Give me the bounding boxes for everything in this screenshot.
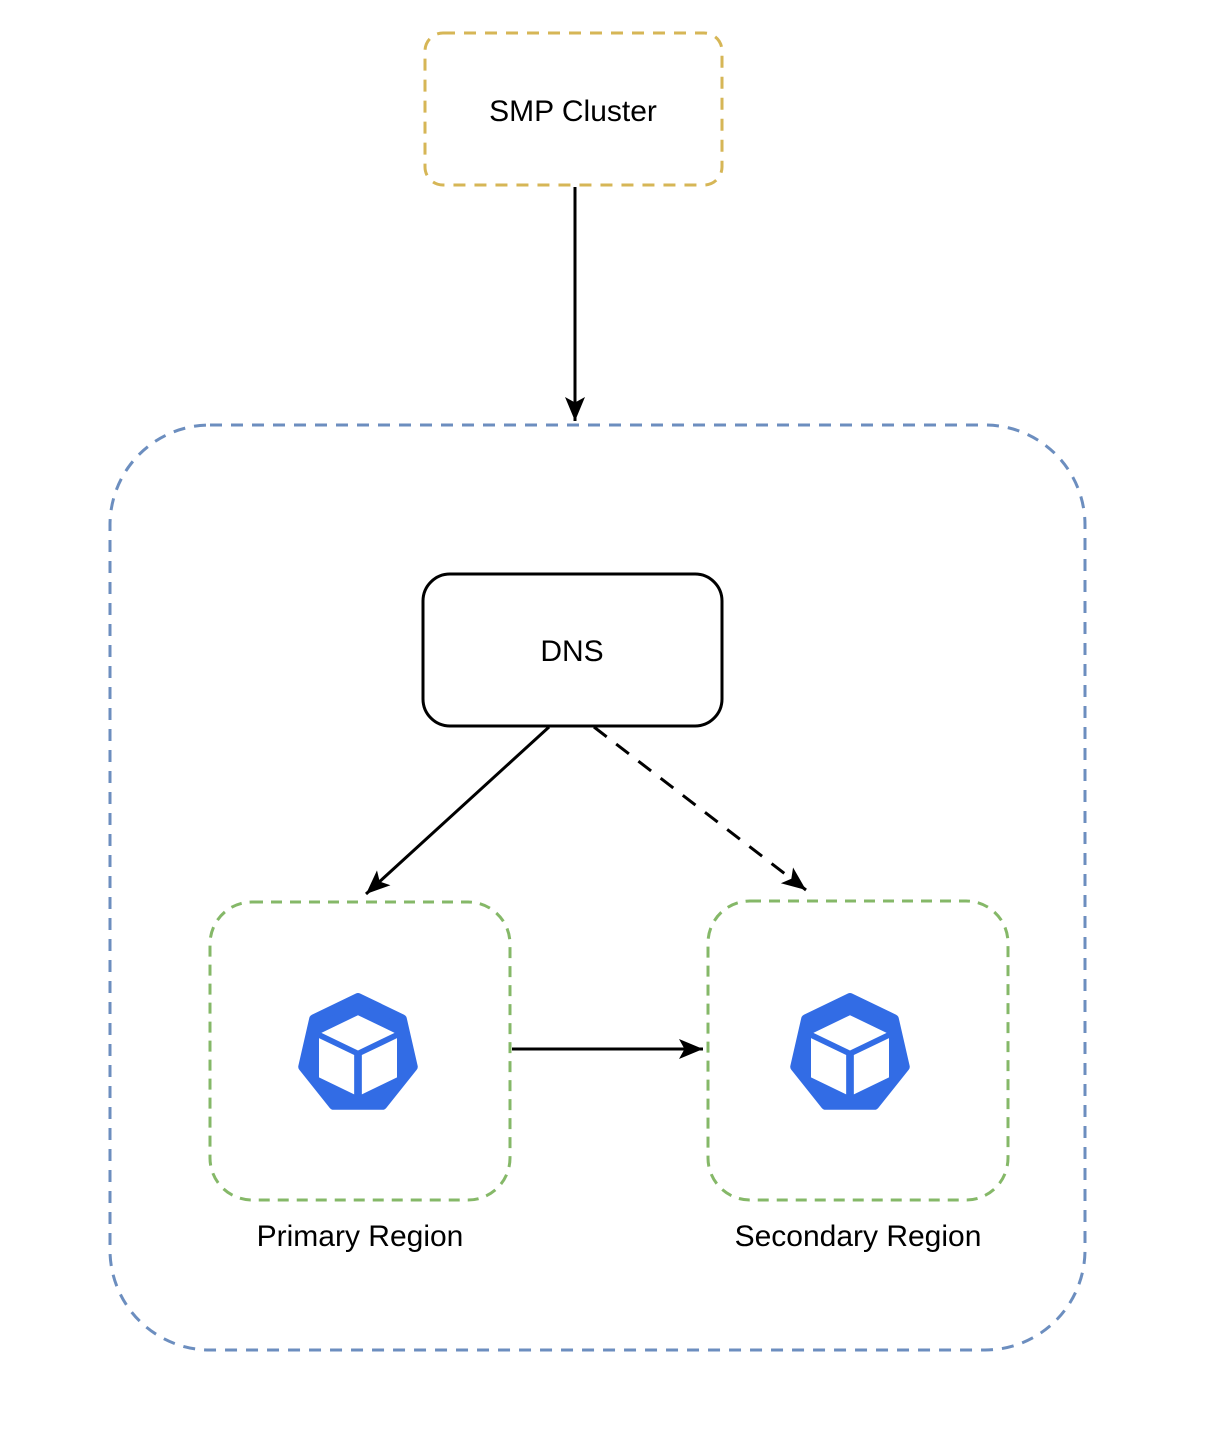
smp-cluster-box [423, 31, 724, 187]
dns-label: DNS [540, 635, 603, 668]
primary-region-label: Primary Region [257, 1220, 464, 1253]
edge-dns-to-primary [364, 725, 551, 896]
primary-region-box [208, 900, 512, 1202]
heptagon-cube-icon [795, 998, 905, 1105]
secondary-region-label: Secondary Region [735, 1220, 982, 1253]
secondary-region-box [706, 899, 1010, 1202]
heptagon-cube-icon [303, 998, 413, 1105]
edge-dns-to-secondary [593, 725, 807, 892]
region-container-box [108, 423, 1087, 1352]
dns-box [421, 572, 724, 728]
dns-node: DNS [421, 572, 724, 728]
smp-cluster-node: SMP Cluster [423, 31, 724, 187]
secondary-region-node: Secondary Region [706, 899, 1010, 1253]
primary-region-node: Primary Region [208, 900, 512, 1253]
smp-cluster-label: SMP Cluster [489, 95, 657, 128]
